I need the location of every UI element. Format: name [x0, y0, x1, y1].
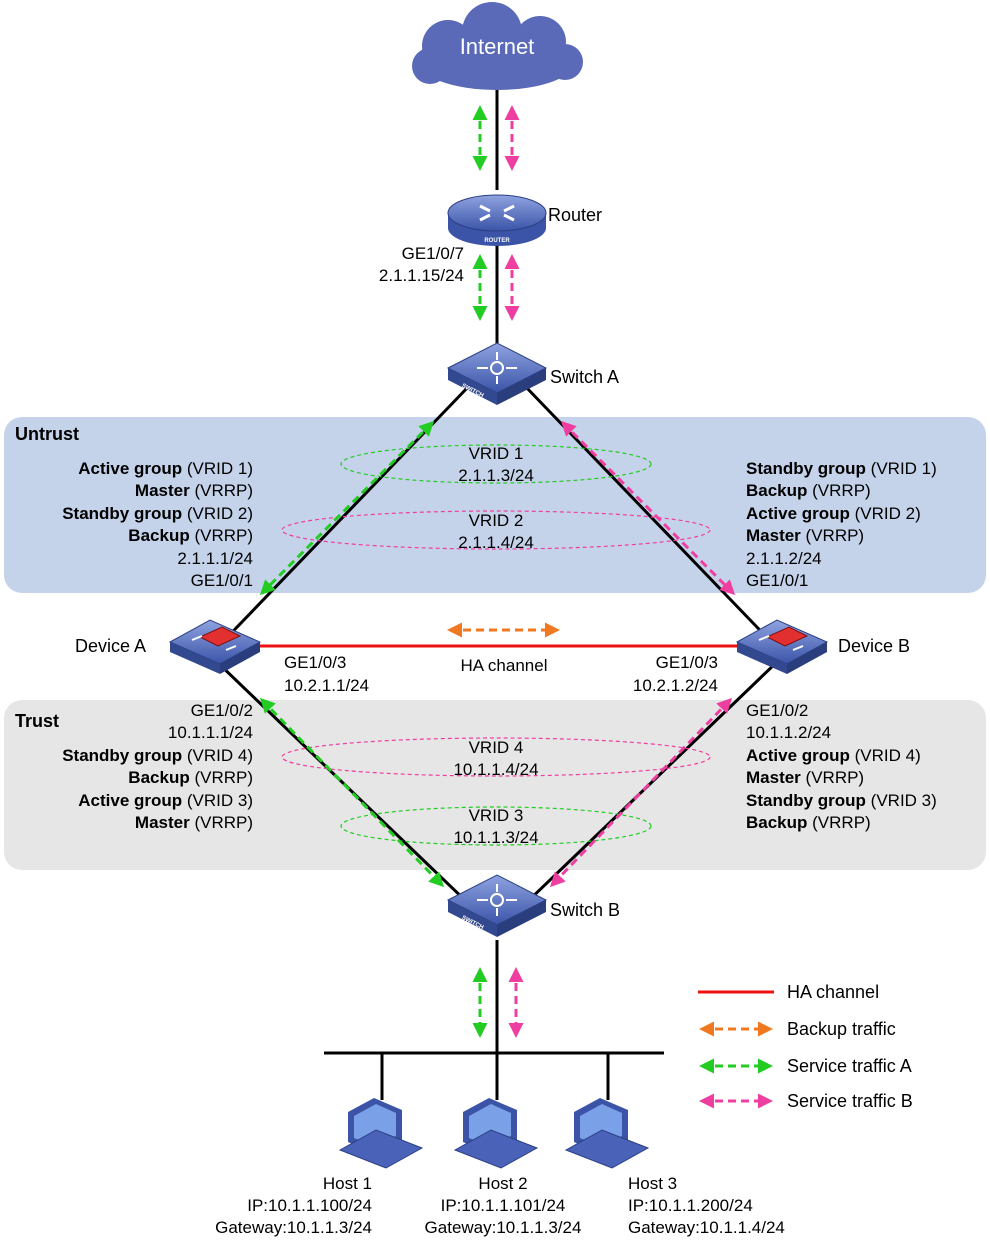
host-1-name: Host 1 — [322, 1174, 372, 1193]
host-3-computer-icon — [564, 1098, 650, 1169]
vrid-1-label: VRID 1 — [468, 444, 524, 463]
host-1-gateway: Gateway:10.1.1.3/24 — [215, 1218, 372, 1237]
device-a-ha-port: GE1/0/3 — [284, 653, 347, 672]
host-1-computer-icon — [338, 1098, 424, 1169]
vrid-2-label: VRID 2 — [468, 511, 524, 530]
device-b-ha-port: GE1/0/3 — [655, 653, 718, 672]
device-b-trust-ip: 10.1.1.2/24 — [746, 723, 832, 742]
service-b-arrow-trust — [549, 697, 733, 888]
router-port: GE1/0/7 — [401, 244, 464, 263]
vrid-3-label: VRID 3 — [468, 806, 524, 825]
router-icon: ROUTER — [447, 194, 547, 246]
device-a-untrust-port: GE1/0/1 — [190, 571, 253, 590]
device-a-trust-ip: 10.1.1.1/24 — [167, 723, 253, 742]
legend-service-b-label: Service traffic B — [787, 1091, 913, 1111]
host-2-name: Host 2 — [478, 1174, 528, 1193]
service-a-arrow-untrust — [259, 420, 435, 596]
vrid-3-ip: 10.1.1.3/24 — [453, 828, 539, 847]
device-a-ha-ip: 10.2.1.1/24 — [284, 676, 370, 695]
device-a-firewall-icon — [168, 619, 262, 674]
vrid-4-ip: 10.1.1.4/24 — [453, 760, 539, 779]
device-a-trust-port: GE1/0/2 — [190, 701, 253, 720]
device-b-firewall-icon — [735, 619, 829, 674]
internet-label: Internet — [459, 34, 535, 59]
service-b-arrow-untrust — [560, 420, 736, 596]
router-ip: 2.1.1.15/24 — [378, 266, 464, 285]
service-a-arrow-trust — [259, 697, 445, 888]
trust-zone-title: Trust — [15, 711, 60, 731]
device-b-untrust-line-1: Standby group (VRID 1) — [746, 459, 937, 478]
device-a-trust-line-4: Master (VRRP) — [134, 813, 253, 832]
device-b-untrust-ip: 2.1.1.2/24 — [746, 549, 822, 568]
switch-b-name: Switch B — [550, 900, 621, 920]
router-name: Router — [548, 205, 603, 225]
legend-backup-label: Backup traffic — [787, 1019, 896, 1039]
vrid-1-ip: 2.1.1.3/24 — [458, 466, 534, 485]
legend-service-a-label: Service traffic A — [787, 1056, 912, 1076]
device-b-untrust-line-3: Active group (VRID 2) — [746, 504, 921, 523]
device-b-untrust-port: GE1/0/1 — [746, 571, 809, 590]
internet-cloud-icon — [412, 2, 583, 90]
host-2-computer-icon — [453, 1098, 539, 1169]
device-a-untrust-line-2: Master (VRRP) — [134, 481, 253, 500]
host-3-ip: IP:10.1.1.200/24 — [628, 1196, 753, 1215]
host-2-ip: IP:10.1.1.101/24 — [440, 1196, 566, 1215]
device-a-untrust-line-1: Active group (VRID 1) — [78, 459, 253, 478]
device-a-trust-line-3: Active group (VRID 3) — [78, 791, 253, 810]
device-b-name: Device B — [838, 636, 911, 656]
device-a-untrust-ip: 2.1.1.1/24 — [177, 549, 253, 568]
device-b-untrust-line-4: Master (VRRP) — [746, 526, 865, 545]
host-3-gateway: Gateway:10.1.1.4/24 — [628, 1218, 785, 1237]
untrust-zone — [4, 417, 986, 593]
device-b-untrust-line-2: Backup (VRRP) — [746, 481, 871, 500]
device-a-untrust-line-4: Backup (VRRP) — [128, 526, 253, 545]
device-a-name: Device A — [75, 636, 147, 656]
host-3-name: Host 3 — [628, 1174, 678, 1193]
switch-b-icon: SWITCH — [446, 874, 548, 937]
switch-a-name: Switch A — [550, 367, 620, 387]
host-2-gateway: Gateway:10.1.1.3/24 — [424, 1218, 582, 1237]
device-b-trust-line-2: Master (VRRP) — [746, 768, 865, 787]
vrid-2-ip: 2.1.1.4/24 — [458, 533, 534, 552]
device-b-trust-port: GE1/0/2 — [746, 701, 809, 720]
device-a-untrust-line-3: Standby group (VRID 2) — [62, 504, 253, 523]
router-badge: ROUTER — [484, 238, 510, 244]
device-b-trust-line-1: Active group (VRID 4) — [746, 746, 921, 765]
untrust-zone-title: Untrust — [15, 424, 79, 444]
device-a-trust-line-2: Backup (VRRP) — [128, 768, 253, 787]
legend-ha-label: HA channel — [787, 982, 880, 1002]
device-a-trust-line-1: Standby group (VRID 4) — [62, 746, 253, 765]
host-1-ip: IP:10.1.1.100/24 — [247, 1196, 372, 1215]
trust-zone — [4, 700, 986, 870]
device-b-trust-line-3: Standby group (VRID 3) — [746, 791, 937, 810]
device-b-trust-line-4: Backup (VRRP) — [746, 813, 871, 832]
device-b-ha-ip: 10.2.1.2/24 — [632, 676, 718, 695]
vrid-4-label: VRID 4 — [468, 738, 524, 757]
ha-channel-label: HA channel — [460, 656, 548, 675]
switch-a-icon: SWITCH — [446, 342, 548, 405]
